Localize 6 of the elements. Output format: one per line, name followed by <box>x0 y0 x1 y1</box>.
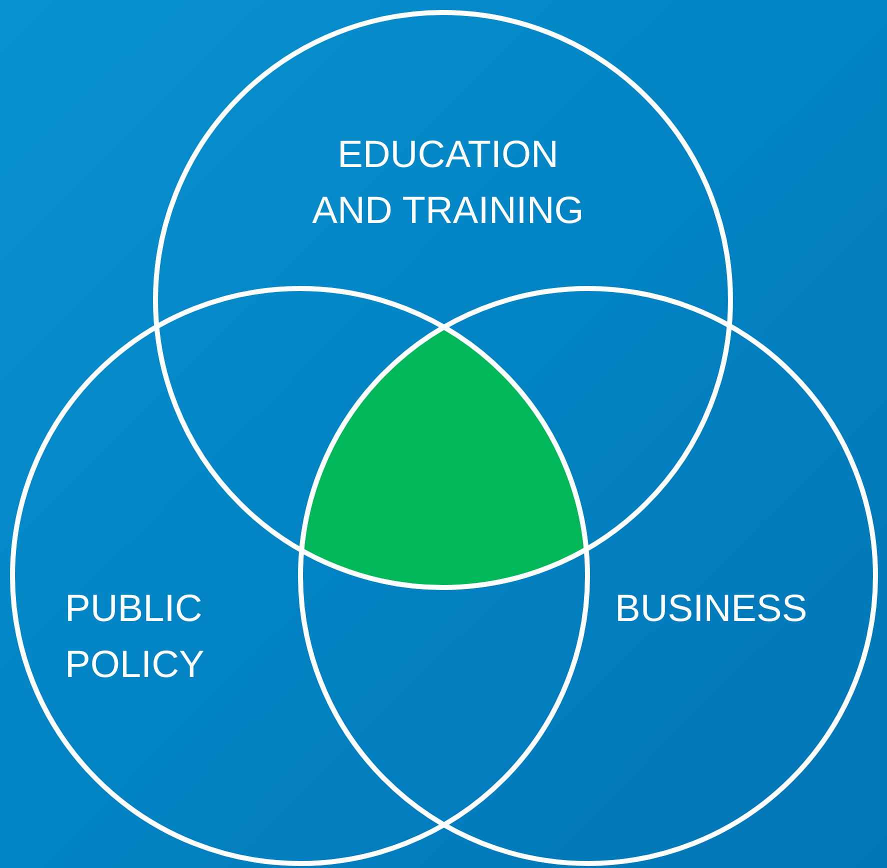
circle-label: BUSINESS <box>615 587 808 632</box>
venn-circle <box>153 10 733 590</box>
venn-circle <box>10 286 590 866</box>
circle-label: EDUCATION AND TRAINING <box>311 133 585 234</box>
venn-circle <box>298 286 878 866</box>
circle-label: PUBLIC POLICY <box>65 587 206 688</box>
